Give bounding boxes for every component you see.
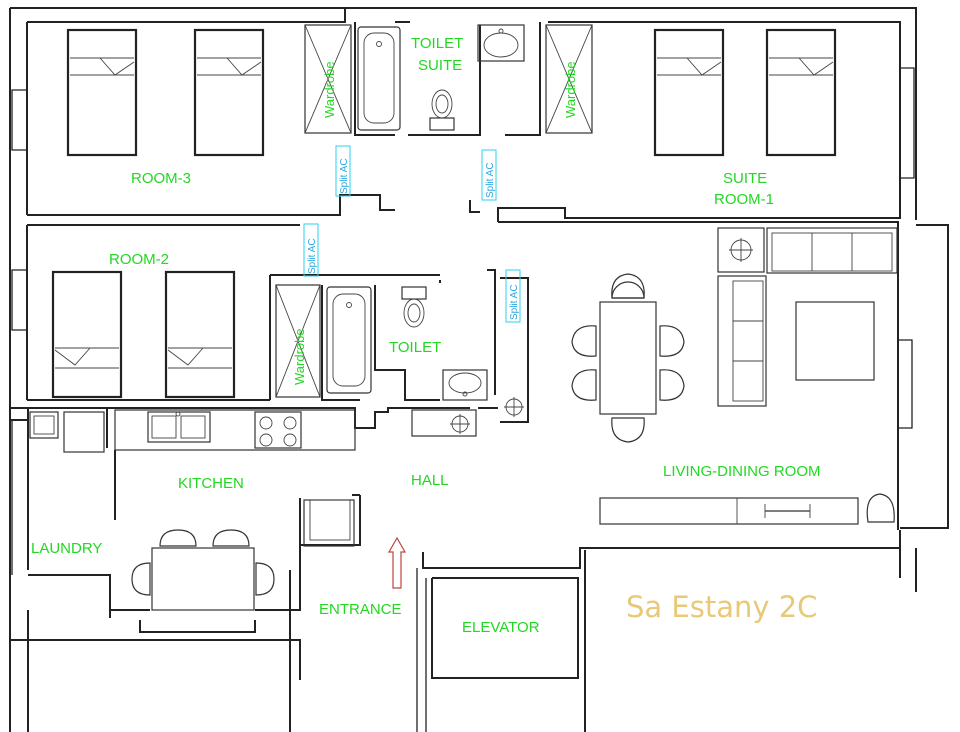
beds xyxy=(51,28,837,399)
label-laundry: LAUNDRY xyxy=(31,540,102,557)
label-room2: ROOM-2 xyxy=(109,251,169,268)
wardrobe-label-suite: Wardrobe xyxy=(563,61,578,118)
split-ac-label-room2: Split AC xyxy=(307,238,318,274)
room-labels: ROOM-3 TOILET SUITE SUITE ROOM-1 ROOM-2 … xyxy=(31,35,821,636)
label-toilet-suite-line2: SUITE xyxy=(418,57,462,74)
wardrobes: Wardrobe Wardrobe Wardrobe xyxy=(275,24,593,398)
split-ac-label-room3: Split AC xyxy=(339,158,350,194)
label-toilet: TOILET xyxy=(389,339,441,356)
label-entrance: ENTRANCE xyxy=(319,601,402,618)
bathroom-fixtures xyxy=(326,24,525,401)
label-elevator: ELEVATOR xyxy=(462,619,540,636)
label-living-dining: LIVING-DINING ROOM xyxy=(663,463,821,480)
walls xyxy=(9,7,949,732)
split-ac-units: Split AC Split AC Split AC Split AC xyxy=(303,145,521,323)
kitchen-fixtures xyxy=(29,409,477,611)
label-suite-room1-line1: SUITE xyxy=(723,170,767,187)
split-ac-label-suite: Split AC xyxy=(485,162,496,198)
split-ac-label-living: Split AC xyxy=(509,284,520,320)
label-hall: HALL xyxy=(411,472,449,489)
wardrobe-label-room3: Wardrobe xyxy=(322,61,337,118)
wardrobe-label-room2: Wardrobe xyxy=(292,328,307,385)
entrance-arrow-icon xyxy=(387,536,407,589)
label-suite-room1-line2: ROOM-1 xyxy=(714,191,774,208)
label-toilet-suite-line1: TOILET xyxy=(411,35,463,52)
label-kitchen: KITCHEN xyxy=(178,475,244,492)
label-room3: ROOM-3 xyxy=(131,170,191,187)
property-name: Sa Estany 2C xyxy=(626,590,817,624)
living-furniture xyxy=(504,227,898,525)
